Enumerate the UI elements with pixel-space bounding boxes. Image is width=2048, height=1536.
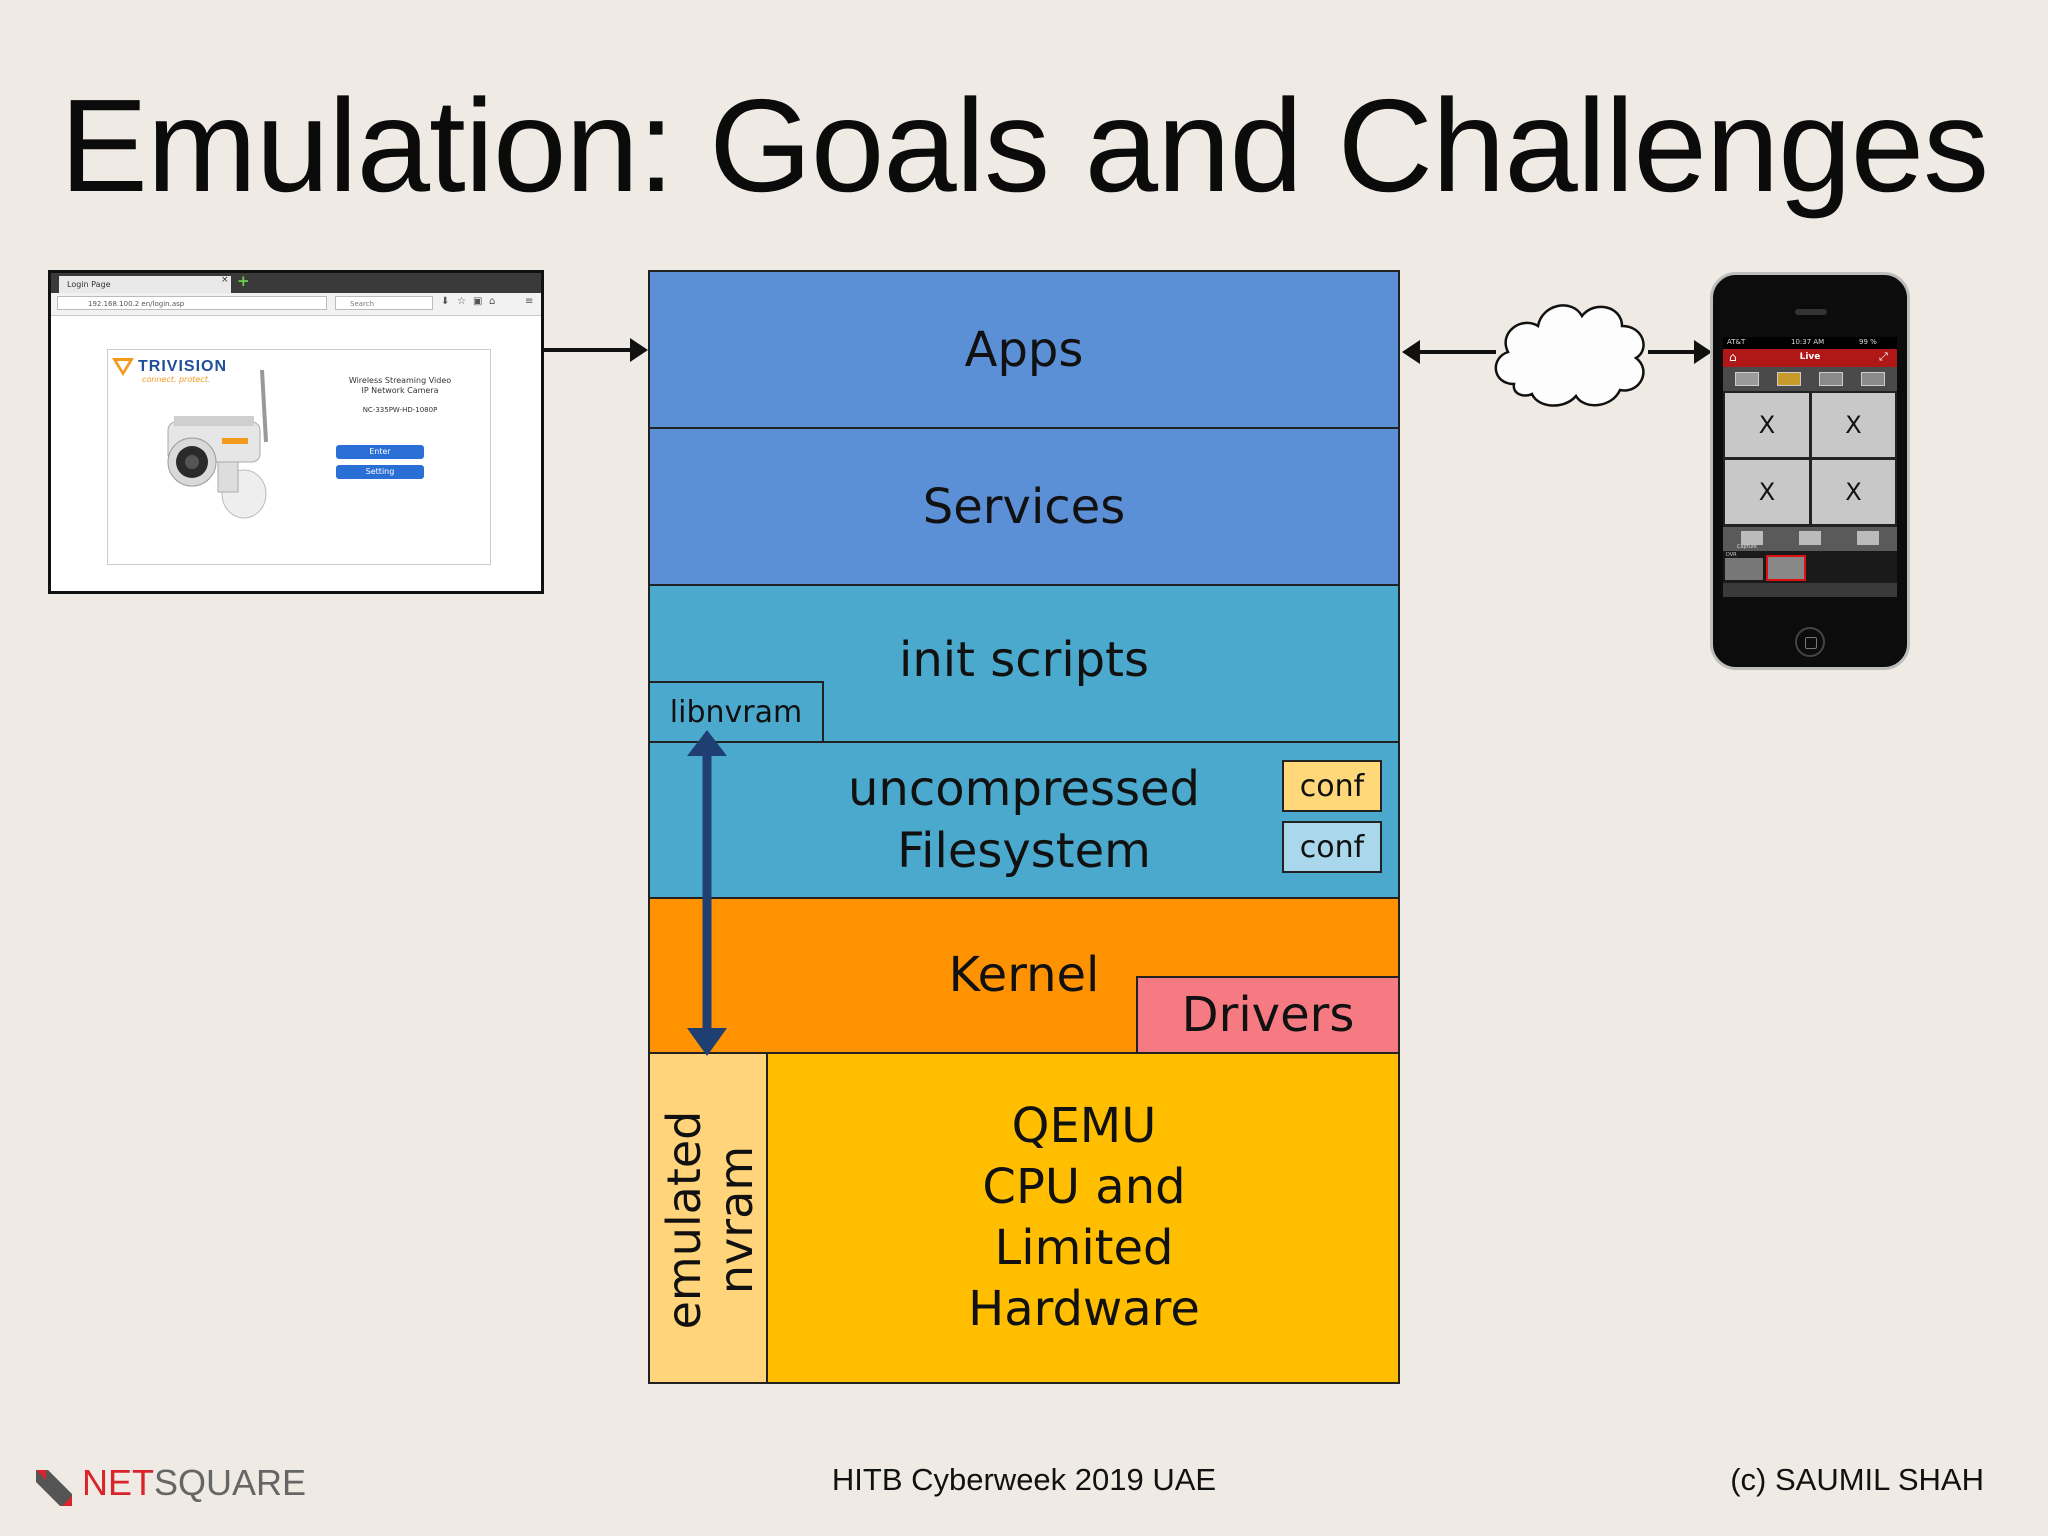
filesystem-label-line2: Filesystem	[897, 823, 1151, 879]
brand-tagline: connect. protect.	[142, 375, 211, 384]
conf-label-1: conf	[1299, 768, 1365, 804]
qemu-label-line2: CPU and	[982, 1159, 1186, 1215]
phone-home-button[interactable]	[1795, 627, 1825, 657]
fullscreen-icon[interactable]: ⤢	[1879, 350, 1888, 363]
apps-label: Apps	[964, 321, 1084, 378]
camera-cell-label: X	[1758, 411, 1776, 439]
time-label: 10:37 AM	[1791, 338, 1825, 346]
brand-name: TRIVISION	[138, 358, 228, 375]
camera-cell[interactable]: X	[1725, 393, 1809, 457]
channel-thumb[interactable]	[1725, 558, 1763, 580]
login-page: TRIVISION connect. protect. Wireless Str…	[107, 349, 491, 565]
nvram-double-arrow	[687, 730, 727, 1056]
init-scripts-label: init scripts	[899, 631, 1149, 688]
emulated-nvram-block: emulated nvram	[648, 1052, 768, 1384]
libnvram-box: libnvram	[648, 681, 824, 743]
layout-16-icon[interactable]	[1861, 372, 1885, 386]
phone-device: AT&T 10:37 AM 99 % ⌂ Live ⤢ X X X X	[1710, 272, 1910, 670]
clipboard-icon[interactable]: ▣	[473, 296, 483, 307]
camera-image	[167, 369, 268, 519]
cloud-icon	[1494, 304, 1645, 407]
kernel-label: Kernel	[948, 947, 1100, 1003]
filesystem-label-line1: uncompressed	[847, 761, 1201, 817]
netsquare-logo-icon	[36, 1470, 72, 1506]
enter-button-label: Enter	[369, 447, 391, 456]
camera-cell-label: X	[1845, 411, 1862, 439]
layout-1-icon[interactable]	[1735, 372, 1759, 386]
browser-toolbar: ◀ 192.168.100.2 en/login.asp Search ⬇ ☆ …	[51, 293, 541, 316]
product-line-2: IP Network Camera	[361, 386, 439, 395]
home-icon[interactable]: ⌂	[489, 296, 496, 307]
brand-net: NET	[82, 1462, 154, 1503]
channel-strip: DVR	[1723, 551, 1897, 583]
drivers-box: Drivers	[1136, 976, 1400, 1054]
conf-label-2: conf	[1299, 829, 1365, 865]
phone-status-bar: AT&T 10:37 AM 99 %	[1723, 337, 1897, 349]
url-input[interactable]: 192.168.100.2 en/login.asp	[57, 296, 327, 310]
browser-tab[interactable]: Login Page	[59, 276, 231, 293]
browser-tab-bar: Login Page × +	[51, 272, 541, 293]
layout-9-icon[interactable]	[1819, 372, 1843, 386]
netsquare-brand: NETSQUARE	[82, 1462, 306, 1504]
libnvram-label: libnvram	[669, 694, 803, 730]
enter-button[interactable]: Enter	[336, 445, 424, 459]
download-icon[interactable]: ⬇	[441, 296, 450, 307]
nvram-label-line2: nvram	[709, 1145, 763, 1295]
menu-icon[interactable]: ≡	[525, 296, 534, 307]
record-icon[interactable]	[1857, 531, 1879, 545]
setting-button[interactable]: Setting	[336, 465, 424, 479]
phone-speaker	[1795, 309, 1827, 315]
slide-title: Emulation: Goals and Challenges	[59, 72, 1989, 219]
camera-cell[interactable]: X	[1812, 393, 1895, 457]
layout-4-icon[interactable]	[1777, 372, 1801, 386]
drivers-label: Drivers	[1181, 987, 1355, 1043]
channel-thumb[interactable]	[1766, 555, 1806, 581]
camera-cell-label: X	[1758, 478, 1776, 506]
cloud-to-phone-arrow	[1648, 340, 1712, 364]
battery-label: 99 %	[1859, 338, 1877, 346]
camera-cell[interactable]: X	[1812, 460, 1895, 524]
apps-layer: Apps	[648, 270, 1400, 429]
apps-to-cloud-arrow	[1402, 340, 1496, 364]
close-icon[interactable]: ×	[221, 275, 229, 285]
camera-cell[interactable]: X	[1725, 460, 1809, 524]
home-button-square-icon	[1805, 637, 1817, 649]
phone-nav-bar: ⌂ Live ⤢	[1723, 349, 1897, 367]
camera-cell-label: X	[1845, 478, 1862, 506]
bookmark-icon[interactable]: ☆	[457, 296, 466, 307]
conf-box-1: conf	[1282, 760, 1382, 812]
home-icon[interactable]: ⌂	[1729, 350, 1737, 364]
layout-selector	[1723, 367, 1897, 391]
conf-box-2: conf	[1282, 821, 1382, 873]
nvram-label-line1: emulated	[657, 1110, 711, 1330]
phone-screen: AT&T 10:37 AM 99 % ⌂ Live ⤢ X X X X	[1723, 337, 1897, 597]
setting-button-label: Setting	[365, 467, 395, 476]
browser-to-apps-arrow	[544, 338, 648, 362]
qemu-layer: QEMU CPU and Limited Hardware	[648, 1052, 1400, 1384]
qemu-label-line4: Hardware	[968, 1281, 1200, 1337]
phone-toolbar: Capture	[1723, 527, 1897, 551]
brand-square: SQUARE	[154, 1462, 307, 1503]
browser-screenshot: Login Page × + ◀ 192.168.100.2 en/login.…	[48, 270, 544, 594]
product-model: NC-335PW-HD-1080P	[362, 406, 438, 414]
search-input[interactable]: Search	[335, 296, 433, 310]
capture-icon[interactable]	[1741, 531, 1763, 545]
event-label: HITB Cyberweek 2019 UAE	[831, 1462, 1217, 1497]
capture-label: Capture	[1737, 544, 1757, 550]
new-tab-icon[interactable]: +	[237, 272, 250, 290]
copyright-label: (c) SAUMIL SHAH	[1730, 1462, 1984, 1497]
dvr-label: DVR	[1726, 552, 1737, 558]
services-label: Services	[922, 478, 1126, 535]
qemu-label-line1: QEMU	[1011, 1098, 1157, 1154]
trivision-logo-icon	[112, 358, 134, 376]
services-layer: Services	[648, 427, 1400, 586]
screen-title: Live	[1799, 352, 1821, 362]
product-line-1: Wireless Streaming Video	[348, 376, 452, 385]
ptz-icon[interactable]	[1799, 531, 1821, 545]
carrier-label: AT&T	[1727, 338, 1746, 346]
qemu-label-line3: Limited	[994, 1220, 1174, 1276]
camera-grid: X X X X	[1723, 391, 1897, 527]
